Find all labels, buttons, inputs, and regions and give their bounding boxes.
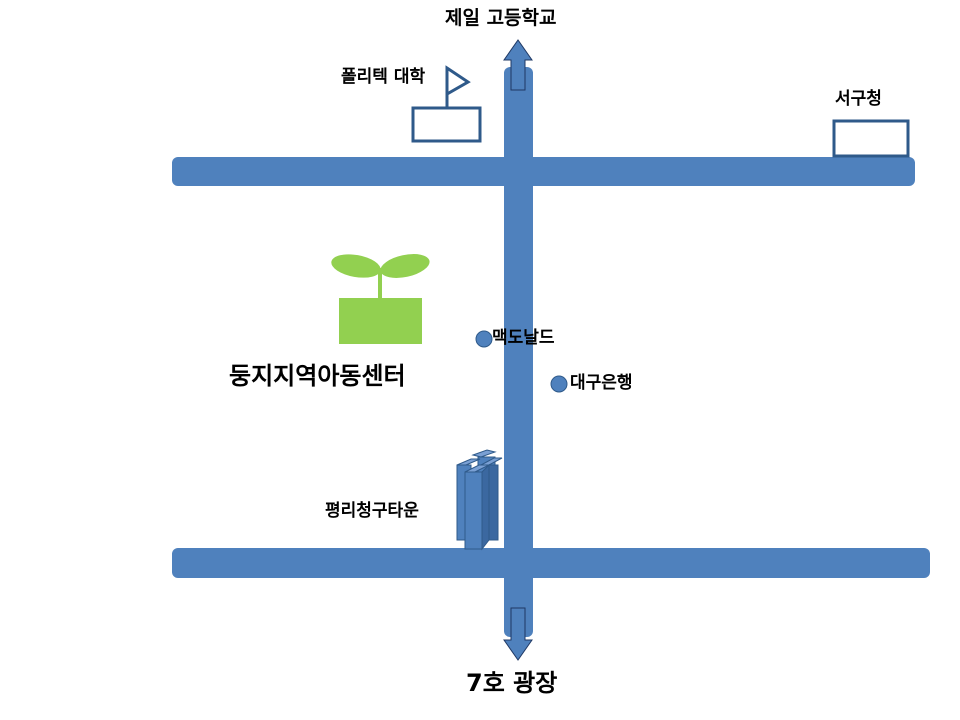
south-destination-label: 7호 광장 [466, 669, 558, 697]
road-vertical [504, 67, 533, 637]
seogu-office-label: 서구청 [835, 89, 882, 109]
road-top-horizontal [172, 157, 915, 186]
center-label: 둥지지역아동센터 [229, 362, 406, 390]
polytech-flag-icon [411, 65, 482, 143]
road-bottom-horizontal [172, 548, 930, 578]
daegu-bank-marker-icon [550, 375, 568, 393]
sprout-icon [331, 254, 430, 344]
apartment-buildings-icon [456, 449, 503, 551]
seogu-office-building-icon [832, 119, 910, 158]
polytech-label: 폴리텍 대학 [341, 67, 426, 87]
apartment-label: 평리청구타운 [325, 501, 419, 521]
daegu-bank-label: 대구은행 [570, 373, 633, 393]
north-destination-label: 제일 고등학교 [445, 7, 557, 29]
arrow-up-icon [503, 39, 533, 91]
mcdonalds-label: 맥도날드 [492, 328, 555, 348]
arrow-down-icon [503, 607, 533, 661]
mcdonalds-marker-icon [475, 330, 493, 348]
